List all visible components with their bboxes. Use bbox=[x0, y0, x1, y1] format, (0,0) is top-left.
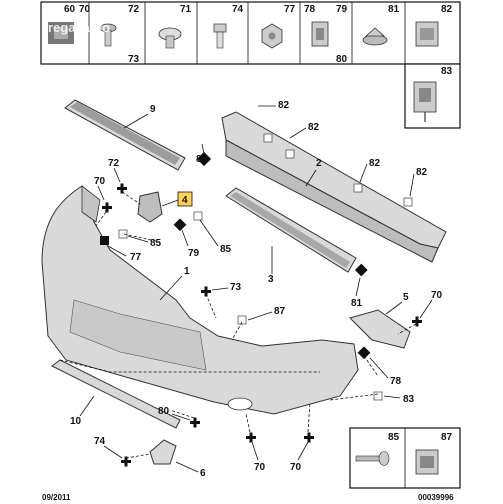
fastener-cross-72 bbox=[117, 183, 127, 194]
nut-icon bbox=[261, 23, 283, 49]
table-label-77: 77 bbox=[284, 4, 296, 15]
part-bumper-beam bbox=[221, 111, 447, 263]
table-label-73: 73 bbox=[128, 54, 140, 65]
callout-70-right: 70 bbox=[431, 290, 443, 301]
callout-2: 2 bbox=[316, 158, 322, 169]
fastener-cross-70-br bbox=[304, 432, 314, 443]
clip-square bbox=[373, 391, 383, 401]
table-label-71: 71 bbox=[180, 4, 192, 15]
date-code: 09/2011 bbox=[42, 493, 71, 502]
callout-79: 79 bbox=[188, 248, 200, 259]
callout-82-b: 82 bbox=[308, 122, 320, 133]
callout-81-upper: 81 bbox=[196, 154, 208, 165]
callout-82-c: 82 bbox=[369, 158, 381, 169]
marker-77 bbox=[100, 236, 109, 245]
callout-70-bottom-left: 70 bbox=[254, 462, 266, 473]
callout-83: 83 bbox=[403, 394, 415, 405]
part-bumper-shell bbox=[41, 185, 359, 415]
callout-70-bottom-right: 70 bbox=[290, 462, 302, 473]
callout-1: 1 bbox=[184, 266, 190, 277]
callout-10: 10 bbox=[70, 416, 82, 427]
reference-code: 00039996 bbox=[418, 493, 454, 502]
rivet-icon bbox=[158, 27, 182, 49]
clip-square bbox=[403, 197, 413, 207]
callout-6: 6 bbox=[200, 468, 206, 479]
clip-square bbox=[118, 229, 128, 239]
clip-nut-icon bbox=[311, 21, 329, 47]
callout-74: 74 bbox=[94, 436, 106, 447]
fastener-cross-80 bbox=[190, 417, 200, 428]
clip-square bbox=[237, 315, 247, 325]
marker-81-upper bbox=[196, 151, 212, 167]
callout-80: 80 bbox=[158, 406, 170, 417]
callout-77: 77 bbox=[130, 252, 142, 263]
table-label-79: 79 bbox=[336, 4, 348, 15]
inset-fastener-box: 85 87 bbox=[349, 427, 461, 489]
fastener-cross-70-right bbox=[412, 316, 422, 327]
flange-nut-icon bbox=[362, 27, 388, 46]
clip-square bbox=[285, 149, 295, 159]
pin-screw-icon bbox=[355, 451, 390, 466]
watermark: regal auto bbox=[48, 20, 110, 35]
part-side-bracket bbox=[349, 309, 411, 349]
callout-82-d: 82 bbox=[416, 167, 428, 178]
callout-78: 78 bbox=[390, 376, 402, 387]
callout-85-b: 85 bbox=[220, 244, 232, 255]
callout-72: 72 bbox=[108, 158, 120, 169]
fastener-box-83: 83 bbox=[404, 63, 461, 129]
callout-73: 73 bbox=[230, 282, 242, 293]
callout-81-lower: 81 bbox=[351, 298, 363, 309]
callout-82-a: 82 bbox=[278, 100, 290, 111]
callout-85-a: 85 bbox=[150, 238, 162, 249]
callout-3: 3 bbox=[268, 274, 274, 285]
table-label-80: 80 bbox=[336, 54, 348, 65]
retainer-clip-icon bbox=[415, 21, 439, 47]
clip-square bbox=[193, 211, 203, 221]
bracket-clip-icon bbox=[413, 81, 437, 122]
marker-81-lower bbox=[354, 263, 368, 277]
clip-square bbox=[263, 133, 273, 143]
fastener-cross-70-bl bbox=[246, 432, 256, 443]
marker-78 bbox=[357, 346, 371, 360]
callout-4: 4 bbox=[182, 195, 188, 206]
part-lower-trim bbox=[51, 359, 181, 429]
highlight-box bbox=[177, 191, 193, 207]
marker-79 bbox=[173, 218, 187, 232]
callout-9: 9 bbox=[150, 104, 156, 115]
screw-icon bbox=[99, 23, 117, 47]
part-fog-cover bbox=[149, 439, 177, 465]
table-label-72: 72 bbox=[128, 4, 140, 15]
callout-87: 87 bbox=[274, 306, 286, 317]
part-upper-grille bbox=[64, 99, 186, 171]
callout-70-top: 70 bbox=[94, 176, 106, 187]
fastener-cross-70-top bbox=[102, 202, 112, 213]
fastener-table: 60 70 72 73 71 74 77 78 79 8 bbox=[40, 1, 461, 65]
part-lower-grille bbox=[225, 187, 357, 273]
table-label-78: 78 bbox=[304, 4, 316, 15]
spring-nut-icon bbox=[415, 449, 439, 475]
callout-5: 5 bbox=[403, 292, 409, 303]
table-label-82: 82 bbox=[441, 4, 453, 15]
table-label-74: 74 bbox=[232, 4, 244, 15]
table-label-83: 83 bbox=[441, 66, 453, 77]
bolt-icon bbox=[213, 23, 227, 49]
table-label-70: 70 bbox=[79, 4, 91, 15]
fastener-cross-74 bbox=[121, 456, 131, 467]
clip-square bbox=[353, 183, 363, 193]
part-bracket-4 bbox=[137, 191, 163, 223]
inset-label-85: 85 bbox=[388, 432, 400, 443]
inset-label-87: 87 bbox=[441, 432, 453, 443]
table-label-81: 81 bbox=[388, 4, 400, 15]
fastener-cross-73 bbox=[201, 286, 211, 297]
table-label-60: 60 bbox=[64, 4, 76, 15]
